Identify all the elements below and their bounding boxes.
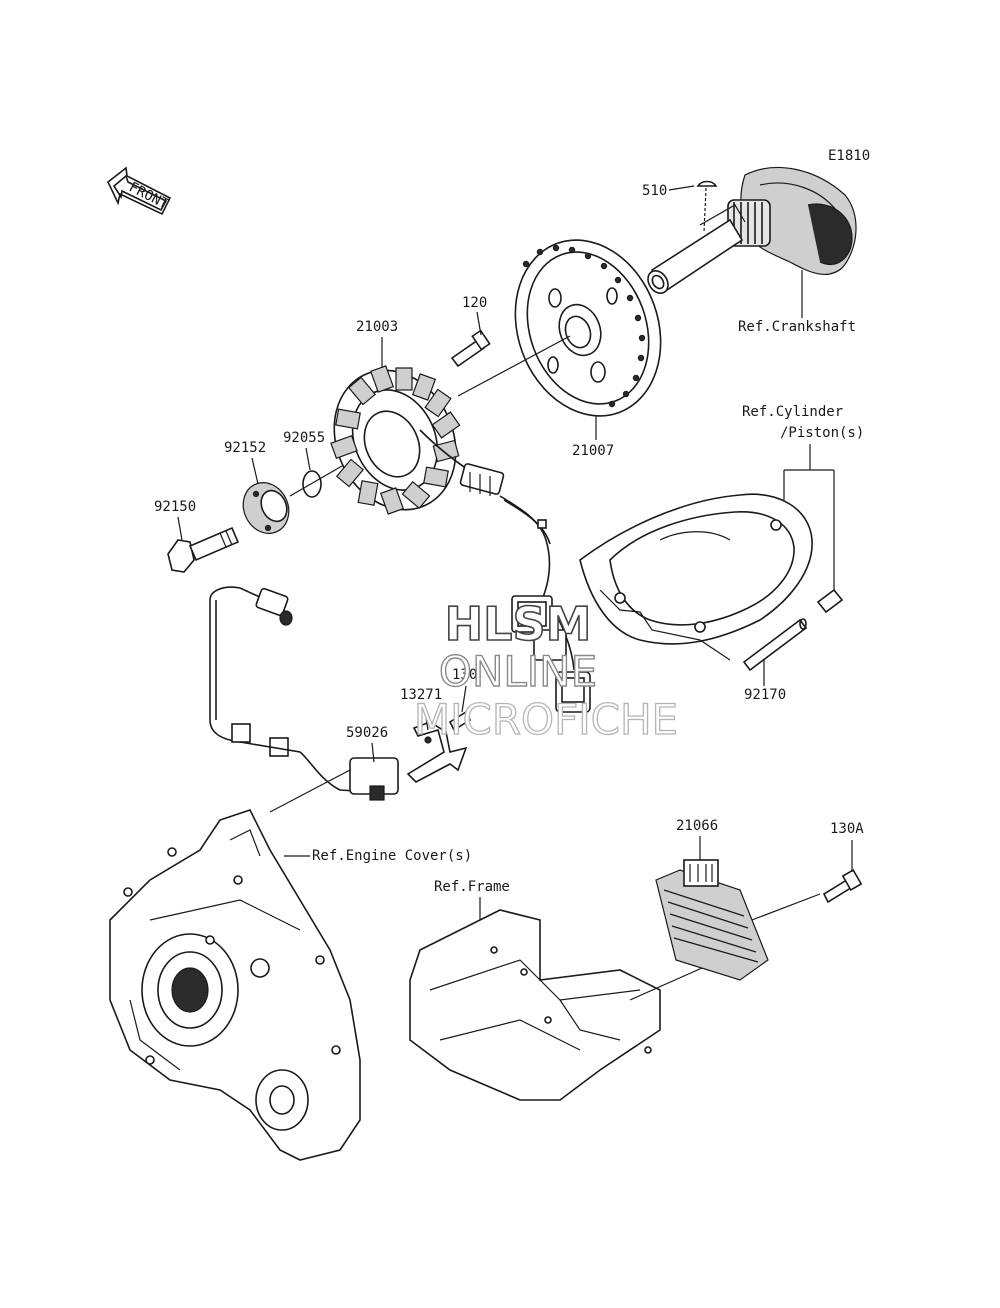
bolt-130a-shape xyxy=(822,868,863,904)
bolt-92150-shape xyxy=(167,526,240,573)
plate-92152-shape xyxy=(242,482,290,534)
part-label-130: 130 xyxy=(452,667,477,683)
part-label-510: 510 xyxy=(642,183,667,199)
part-label-21003: 21003 xyxy=(356,319,398,335)
bolt-120-shape xyxy=(450,329,491,368)
o-ring-92055-shape xyxy=(302,470,322,498)
ref-frame: Ref.Frame xyxy=(434,879,510,895)
part-label-92170: 92170 xyxy=(744,687,786,703)
watermark: HLSM ONLINE MICROFICHE xyxy=(413,596,678,744)
ref-crankshaft: Ref.Crankshaft xyxy=(738,319,856,335)
crankshaft-drawing xyxy=(647,166,857,294)
ref-cylinder-line2: /Piston(s) xyxy=(780,425,864,441)
watermark-line1: HLSM xyxy=(445,597,592,651)
engine-cover-drawing xyxy=(109,809,361,1161)
part-label-120: 120 xyxy=(462,295,487,311)
part-label-21066: 21066 xyxy=(676,818,718,834)
dowel-pin-92170-shape xyxy=(742,588,844,672)
watermark-line2: ONLINE xyxy=(439,647,597,696)
part-label-21007: 21007 xyxy=(572,443,614,459)
ref-cylinder-line1: Ref.Cylinder xyxy=(742,404,843,420)
part-label-13271: 13271 xyxy=(400,687,442,703)
regulator-rectifier-drawing xyxy=(655,859,769,981)
stator-drawing xyxy=(330,365,505,515)
part-label-59026: 59026 xyxy=(346,725,388,741)
stator-wire-harness xyxy=(499,495,591,713)
part-label-92152: 92152 xyxy=(224,440,266,456)
part-label-130a: 130A xyxy=(830,821,864,837)
part-label-92055: 92055 xyxy=(283,430,325,446)
part-label-92150: 92150 xyxy=(154,499,196,515)
bolt-130-shape xyxy=(448,710,472,732)
ref-engine-cover: Ref.Engine Cover(s) xyxy=(312,848,472,864)
key-510-shape xyxy=(696,180,718,187)
pickup-coil-harness xyxy=(209,586,399,801)
rotor-flywheel-drawing xyxy=(514,239,662,417)
cylinder-gasket-drawing xyxy=(579,493,813,661)
watermark-line3: MICROFICHE xyxy=(414,695,678,744)
frame-drawing xyxy=(409,909,661,1101)
diagram-code: E1810 xyxy=(828,148,870,164)
clamp-13271-shape xyxy=(406,721,468,783)
front-arrow-icon: FRONT xyxy=(107,166,172,216)
